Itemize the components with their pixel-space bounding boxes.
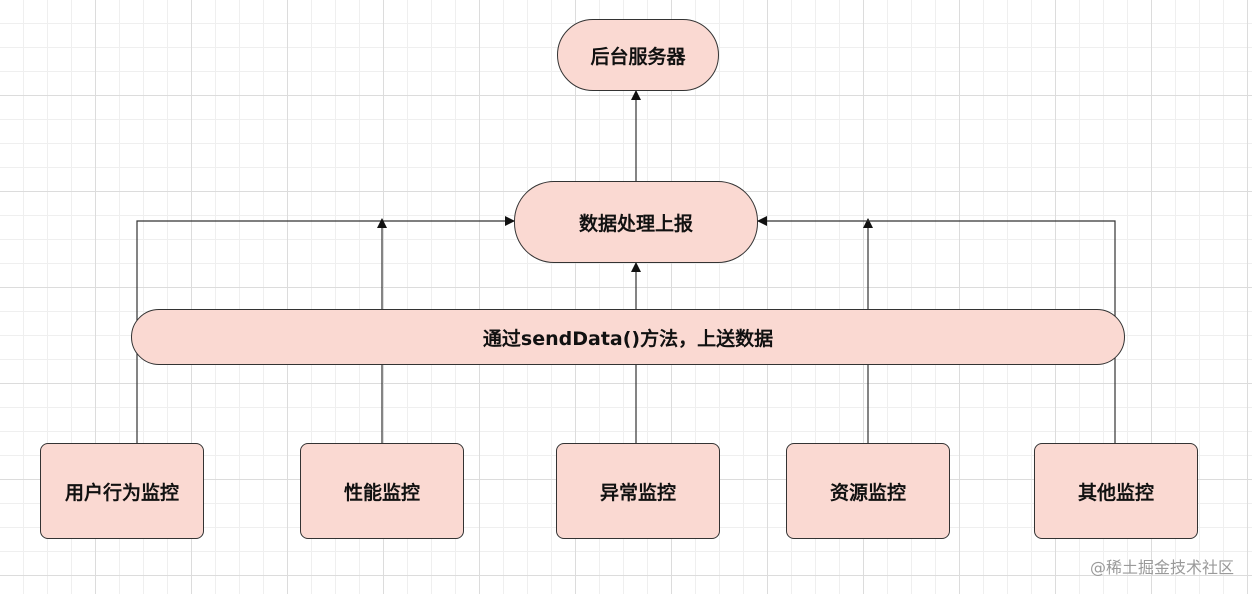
edge-other-to-processor	[757, 216, 1116, 443]
data-processor-node: 数据处理上报	[514, 181, 758, 263]
watermark: @稀土掘金技术社区	[1089, 558, 1234, 577]
server-node: 后台服务器	[557, 19, 719, 91]
edge-user-behavior-to-processor	[136, 216, 515, 443]
exception-monitor-node: 异常监控	[556, 443, 720, 539]
resource-monitor-node: 资源监控	[786, 443, 950, 539]
send-data-bus-node: 通过sendData()方法，上送数据	[131, 309, 1125, 365]
user-behavior-monitor-node: 用户行为监控	[40, 443, 204, 539]
performance-monitor-node: 性能监控	[300, 443, 464, 539]
other-monitor-node: 其他监控	[1034, 443, 1198, 539]
